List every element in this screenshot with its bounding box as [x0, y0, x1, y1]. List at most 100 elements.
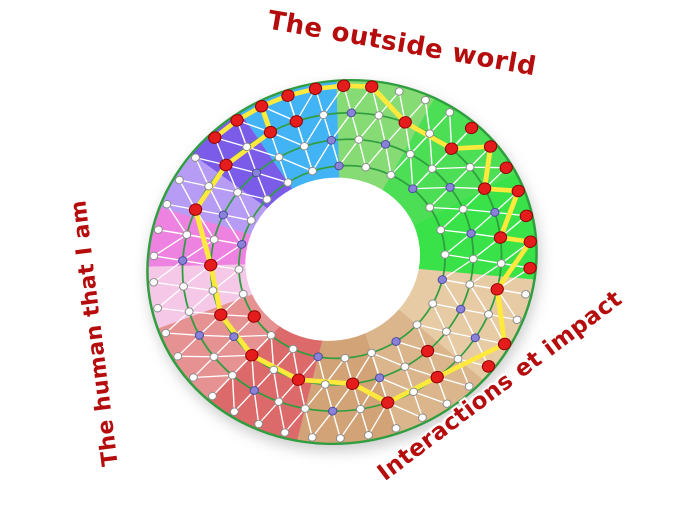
node-purple[interactable] — [470, 333, 480, 343]
node-red[interactable] — [481, 359, 496, 374]
node-red[interactable] — [511, 184, 526, 199]
node-white[interactable] — [153, 225, 163, 234]
node-white[interactable] — [464, 382, 474, 391]
node-white[interactable] — [442, 399, 452, 408]
node-white[interactable] — [209, 235, 219, 244]
node-white[interactable] — [288, 344, 298, 354]
node-red[interactable] — [289, 114, 304, 129]
node-white[interactable] — [320, 380, 330, 389]
node-white[interactable] — [307, 433, 317, 442]
node-purple[interactable] — [346, 108, 357, 118]
node-white[interactable] — [374, 111, 384, 120]
node-white[interactable] — [274, 153, 284, 162]
node-white[interactable] — [417, 413, 427, 422]
node-white[interactable] — [391, 424, 401, 433]
node-purple[interactable] — [229, 332, 239, 342]
node-red[interactable] — [244, 348, 259, 363]
node-white[interactable] — [254, 419, 264, 429]
node-purple[interactable] — [490, 207, 500, 217]
node-white[interactable] — [283, 178, 293, 187]
node-purple[interactable] — [334, 161, 344, 171]
node-red[interactable] — [398, 115, 413, 130]
node-white[interactable] — [441, 327, 451, 336]
node-white[interactable] — [174, 175, 184, 185]
node-purple[interactable] — [313, 352, 323, 362]
node-white[interactable] — [274, 397, 284, 406]
node-red[interactable] — [218, 158, 233, 173]
node-white[interactable] — [266, 331, 276, 340]
node-red[interactable] — [380, 395, 395, 410]
node-white[interactable] — [242, 142, 252, 152]
node-red[interactable] — [280, 88, 295, 103]
node-white[interactable] — [233, 188, 243, 197]
node-white[interactable] — [246, 216, 256, 225]
node-purple[interactable] — [391, 337, 401, 347]
node-white[interactable] — [427, 164, 437, 173]
node-white[interactable] — [367, 348, 377, 358]
node-red[interactable] — [263, 125, 278, 140]
node-white[interactable] — [425, 203, 435, 212]
node-red[interactable] — [444, 141, 459, 156]
node-purple[interactable] — [466, 228, 476, 238]
node-white[interactable] — [234, 265, 244, 274]
node-white[interactable] — [445, 108, 455, 117]
node-red[interactable] — [247, 309, 262, 324]
node-red[interactable] — [430, 370, 445, 385]
node-white[interactable] — [153, 303, 163, 313]
node-purple[interactable] — [445, 182, 455, 192]
node-white[interactable] — [262, 195, 272, 204]
node-white[interactable] — [229, 407, 239, 416]
node-white[interactable] — [204, 181, 214, 191]
node-red[interactable] — [523, 234, 538, 249]
node-white[interactable] — [208, 286, 218, 295]
node-white[interactable] — [280, 428, 290, 437]
node-white[interactable] — [409, 387, 419, 397]
node-red[interactable] — [522, 261, 537, 276]
node-white[interactable] — [188, 373, 198, 382]
node-white[interactable] — [420, 95, 430, 105]
node-purple[interactable] — [326, 135, 337, 145]
node-white[interactable] — [162, 199, 172, 209]
node-white[interactable] — [300, 404, 310, 413]
node-white[interactable] — [355, 404, 366, 414]
node-white[interactable] — [173, 352, 183, 361]
node-purple[interactable] — [374, 373, 385, 383]
node-white[interactable] — [269, 365, 279, 375]
node-purple[interactable] — [408, 184, 418, 194]
node-red[interactable] — [477, 181, 492, 196]
node-red[interactable] — [464, 121, 479, 136]
node-purple[interactable] — [437, 275, 447, 285]
node-red[interactable] — [519, 209, 534, 224]
node-red[interactable] — [345, 376, 360, 391]
node-white[interactable] — [440, 250, 450, 259]
node-white[interactable] — [179, 282, 189, 291]
node-white[interactable] — [299, 142, 309, 151]
node-white[interactable] — [465, 280, 475, 289]
node-white[interactable] — [161, 328, 171, 338]
node-white[interactable] — [182, 230, 192, 239]
node-white[interactable] — [361, 162, 371, 172]
node-white[interactable] — [468, 254, 478, 264]
node-white[interactable] — [191, 153, 201, 162]
node-red[interactable] — [229, 113, 244, 128]
node-white[interactable] — [184, 307, 194, 316]
node-white[interactable] — [453, 354, 463, 364]
node-white[interactable] — [386, 170, 396, 180]
node-white[interactable] — [228, 371, 238, 380]
node-purple[interactable] — [455, 304, 466, 314]
node-purple[interactable] — [194, 330, 205, 340]
node-white[interactable] — [412, 320, 422, 329]
node-purple[interactable] — [251, 168, 262, 178]
node-purple[interactable] — [178, 256, 188, 266]
node-white[interactable] — [405, 149, 415, 159]
node-purple[interactable] — [327, 406, 338, 416]
node-red[interactable] — [420, 344, 435, 359]
node-white[interactable] — [149, 251, 159, 261]
node-purple[interactable] — [236, 239, 247, 249]
node-purple[interactable] — [249, 385, 259, 395]
node-red[interactable] — [499, 160, 514, 175]
node-red[interactable] — [213, 307, 228, 322]
node-white[interactable] — [436, 225, 446, 235]
node-red[interactable] — [490, 282, 505, 297]
node-red[interactable] — [188, 202, 203, 217]
